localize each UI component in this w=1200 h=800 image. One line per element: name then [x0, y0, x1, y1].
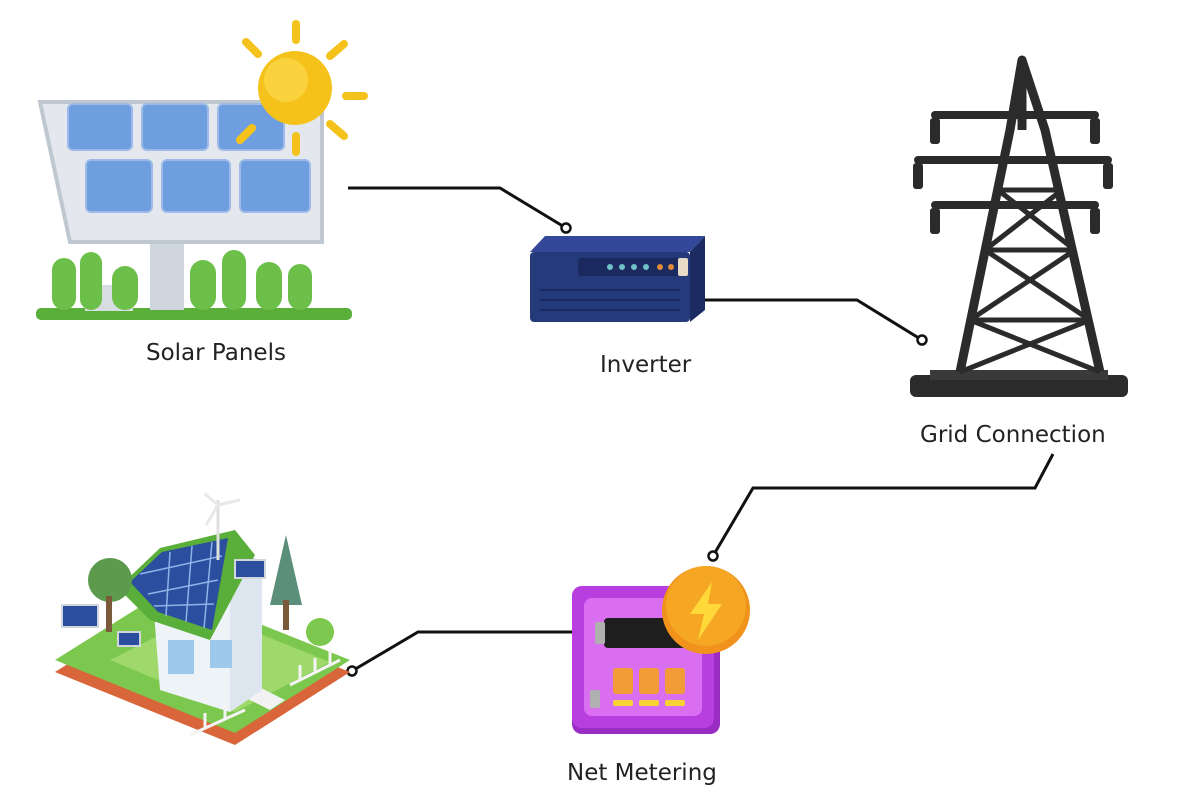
inverter-icon: [530, 236, 705, 322]
connector-inverter-to-grid: [700, 298, 923, 342]
grid-connection-label: Grid Connection: [920, 422, 1106, 448]
sun-icon: [236, 20, 368, 156]
lightning-bolt-icon: [662, 566, 750, 654]
solar-panel-icon: [36, 100, 352, 320]
connector-endpoints: [346, 222, 928, 677]
connector-meter-to-house: [351, 630, 572, 673]
endpoint-dot-inverter: [560, 222, 572, 234]
endpoint-dot-house: [346, 665, 358, 677]
endpoint-dot-grid: [916, 334, 928, 346]
net-metering-label: Net Metering: [567, 760, 717, 786]
inverter-label: Inverter: [600, 352, 692, 378]
transmission-tower-icon: [910, 55, 1128, 397]
connectors: [348, 186, 1055, 673]
solar-panels-label: Solar Panels: [146, 340, 286, 366]
connector-grid-to-meter: [711, 453, 1055, 557]
connector-solar-to-inverter: [348, 186, 567, 230]
endpoint-dot-meter: [707, 550, 719, 562]
solar-house-icon: [55, 492, 350, 745]
